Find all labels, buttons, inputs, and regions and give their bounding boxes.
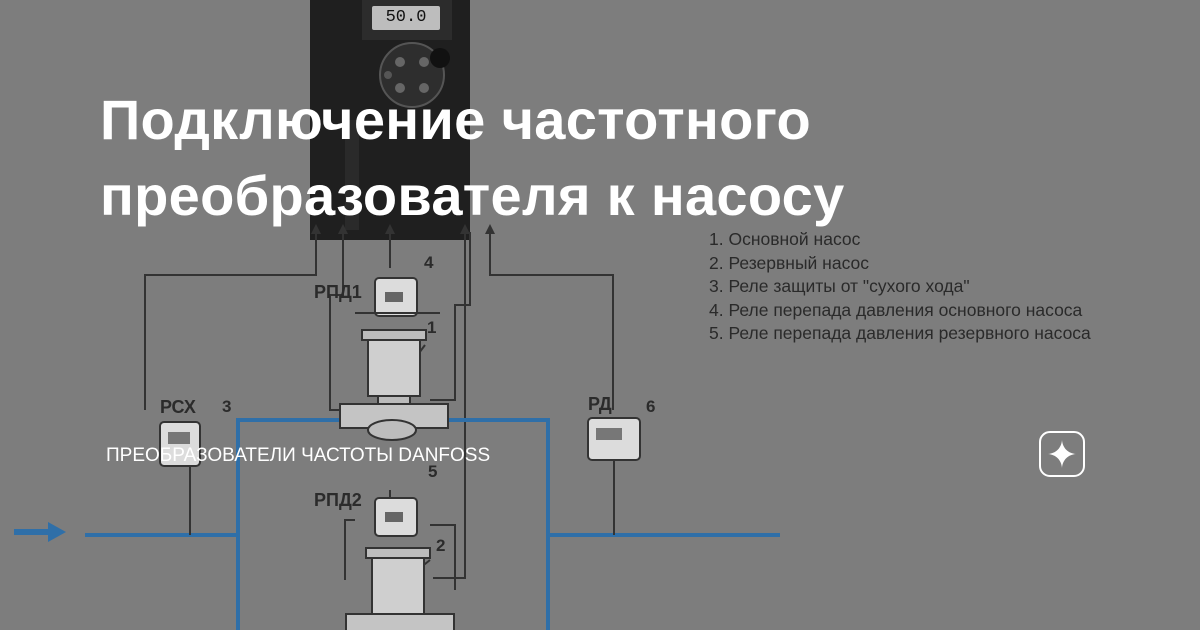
- article-title: Подключение частотного преобразователя к…: [100, 88, 845, 227]
- number-1: 1: [427, 318, 437, 337]
- label-rsx: РСХ: [160, 397, 196, 417]
- label-rpd1: РПД1: [314, 282, 362, 302]
- number-3: 3: [222, 397, 232, 416]
- legend-item: 2. Резервный насос: [709, 252, 870, 273]
- relay-rpd1: [355, 277, 440, 317]
- pump-main: [339, 329, 449, 441]
- pump-reserve: [345, 547, 455, 630]
- inlet-arrow-icon: [14, 522, 66, 542]
- legend-item: 5. Реле перепада давления резервного нас…: [709, 323, 1091, 343]
- label-rpd2: РПД2: [314, 490, 362, 510]
- legend-item: 1. Основной насос: [709, 229, 861, 249]
- relay-rd: [587, 417, 641, 535]
- control-wires: [144, 232, 614, 590]
- legend-item: 3. Реле защиты от "сухого хода": [709, 276, 970, 296]
- number-6: 6: [646, 397, 656, 416]
- vfd-display: 50.0: [372, 6, 440, 30]
- sparkle-star-icon[interactable]: [1039, 431, 1085, 477]
- diagram-legend: 1. Основной насос 2. Резервный насос 3. …: [709, 228, 1091, 346]
- relay-rsx: [159, 421, 201, 535]
- sparkle-star-shape: [1048, 440, 1076, 468]
- number-2: 2: [436, 536, 446, 555]
- number-5: 5: [428, 462, 438, 481]
- arrowheads: [311, 224, 495, 234]
- label-rd: РД: [588, 394, 612, 414]
- relay-rpd2: [374, 497, 418, 537]
- channel-name[interactable]: ПРЕОБРАЗОВАТЕЛИ ЧАСТОТЫ DANFOSS: [106, 445, 491, 466]
- number-4: 4: [424, 253, 434, 272]
- legend-item: 4. Реле перепада давления основного насо…: [709, 299, 1083, 320]
